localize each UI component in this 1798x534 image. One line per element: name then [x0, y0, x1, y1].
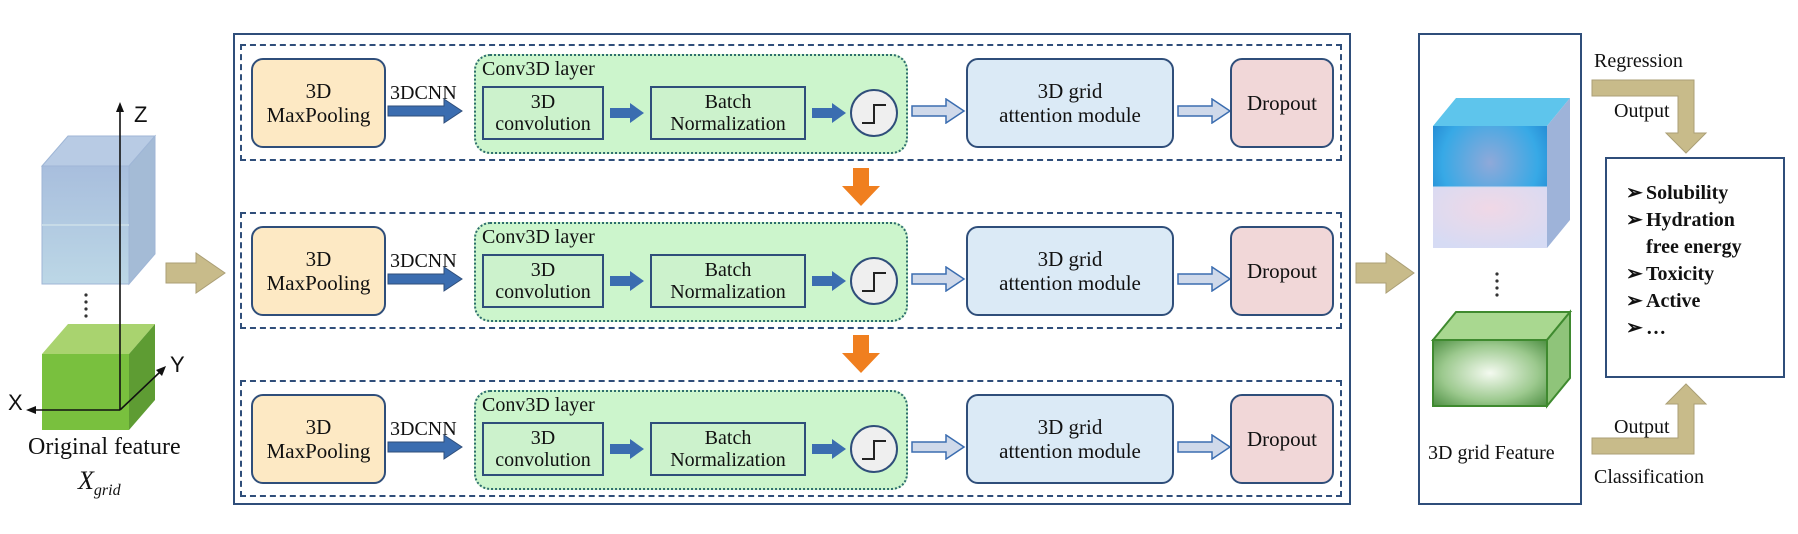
dropout-block-1: Dropout: [1230, 58, 1334, 148]
conv-block-1: 3D convolution: [482, 86, 604, 140]
arrow-conv-to-bn-3: [610, 439, 644, 459]
bullet-icon: ➢: [1626, 209, 1643, 231]
grid-feature-label: 3D grid Feature: [1428, 442, 1555, 464]
bullet-icon: ➢: [1626, 182, 1643, 204]
attention-module-block-3: 3D grid attention module: [966, 394, 1174, 484]
arrow-bn-to-sigma-2: [812, 271, 846, 291]
conv-block-2: 3D convolution: [482, 254, 604, 308]
maxpool-block-1: 3D MaxPooling: [251, 58, 386, 148]
original-feature-dots: [84, 293, 88, 318]
maxpool-block-3: 3D MaxPooling: [251, 394, 386, 484]
conv3d-layer-title-1: Conv3D layer: [482, 58, 595, 80]
z-axis-label: Z: [134, 102, 148, 127]
property-active: ➢Active: [1626, 288, 1776, 315]
feature-frame: [1418, 33, 1582, 505]
regression-arrow: [1591, 79, 1708, 154]
grid-feature-cube-top: [1433, 98, 1570, 248]
properties-list: ➢Solubility ➢Hydration free energy ➢Toxi…: [1626, 180, 1776, 342]
arrow-pool-to-conv-1: [387, 98, 463, 124]
symbol-subscript: grid: [93, 482, 121, 500]
arrow-to-attention-2: [911, 266, 966, 292]
dropout-block-2: Dropout: [1230, 226, 1334, 316]
regression-label: Regression: [1594, 50, 1683, 72]
classification-label: Classification: [1594, 466, 1704, 488]
arrow-bn-to-sigma-3: [812, 439, 846, 459]
property-solubility: ➢Solubility: [1626, 180, 1776, 207]
batchnorm-block-2: Batch Normalization: [650, 254, 806, 308]
dropout-block-3: Dropout: [1230, 394, 1334, 484]
orange-arrow-2: [842, 335, 880, 373]
input-arrow: [165, 252, 226, 294]
attention-module-block-1: 3D grid attention module: [966, 58, 1174, 148]
original-feature-symbol: Xgrid: [78, 466, 121, 500]
property-hydration: ➢Hydration free energy: [1626, 209, 1742, 258]
conv3d-layer-title-2: Conv3D layer: [482, 226, 595, 248]
activation-step-icon-2: [850, 257, 898, 305]
classification-arrow: [1591, 383, 1708, 455]
bullet-icon: ➢: [1626, 290, 1643, 312]
xyz-axes: [26, 102, 166, 414]
batchnorm-block-3: Batch Normalization: [650, 422, 806, 476]
property-toxicity: ➢Toxicity: [1626, 261, 1776, 288]
grid-feature-dots: [1495, 272, 1499, 297]
bullet-icon: ➢: [1626, 263, 1643, 285]
network-frame: [233, 33, 1351, 505]
symbol-x: X: [78, 466, 94, 495]
activation-step-icon-1: [850, 89, 898, 137]
arrow-to-dropout-3: [1177, 434, 1232, 460]
grid-feature-cube-bottom: [1430, 309, 1573, 409]
original-feature-cube-bottom: [42, 324, 155, 430]
conv-block-3: 3D convolution: [482, 422, 604, 476]
network-row-3: [240, 380, 1342, 497]
feature-arrow: [1355, 252, 1415, 294]
arrow-to-dropout-2: [1177, 266, 1232, 292]
network-row-2: [240, 212, 1342, 329]
cnn-label-3: 3DCNN: [390, 418, 457, 440]
arrow-to-dropout-1: [1177, 98, 1232, 124]
arrow-pool-to-conv-2: [387, 266, 463, 292]
network-row-1: [240, 44, 1342, 161]
original-feature-cube-top: [40, 134, 157, 286]
orange-arrow-1: [842, 168, 880, 206]
property-more: ➢…: [1626, 315, 1776, 342]
properties-frame: [1605, 157, 1785, 378]
bullet-icon: ➢: [1626, 317, 1643, 339]
arrow-to-attention-1: [911, 98, 966, 124]
arrow-pool-to-conv-3: [387, 434, 463, 460]
x-axis-label: X: [8, 390, 23, 415]
batchnorm-block-1: Batch Normalization: [650, 86, 806, 140]
output-label-top: Output: [1614, 100, 1670, 122]
arrow-conv-to-bn-2: [610, 271, 644, 291]
maxpool-block-2: 3D MaxPooling: [251, 226, 386, 316]
arrow-to-attention-3: [911, 434, 966, 460]
output-label-bottom: Output: [1614, 416, 1670, 438]
original-feature-caption: Original feature: [28, 434, 181, 460]
conv3d-layer-title-3: Conv3D layer: [482, 394, 595, 416]
cnn-label-2: 3DCNN: [390, 250, 457, 272]
y-axis-label: Y: [170, 352, 185, 377]
cnn-label-1: 3DCNN: [390, 82, 457, 104]
arrow-bn-to-sigma-1: [812, 103, 846, 123]
activation-step-icon-3: [850, 425, 898, 473]
arrow-conv-to-bn-1: [610, 103, 644, 123]
attention-module-block-2: 3D grid attention module: [966, 226, 1174, 316]
